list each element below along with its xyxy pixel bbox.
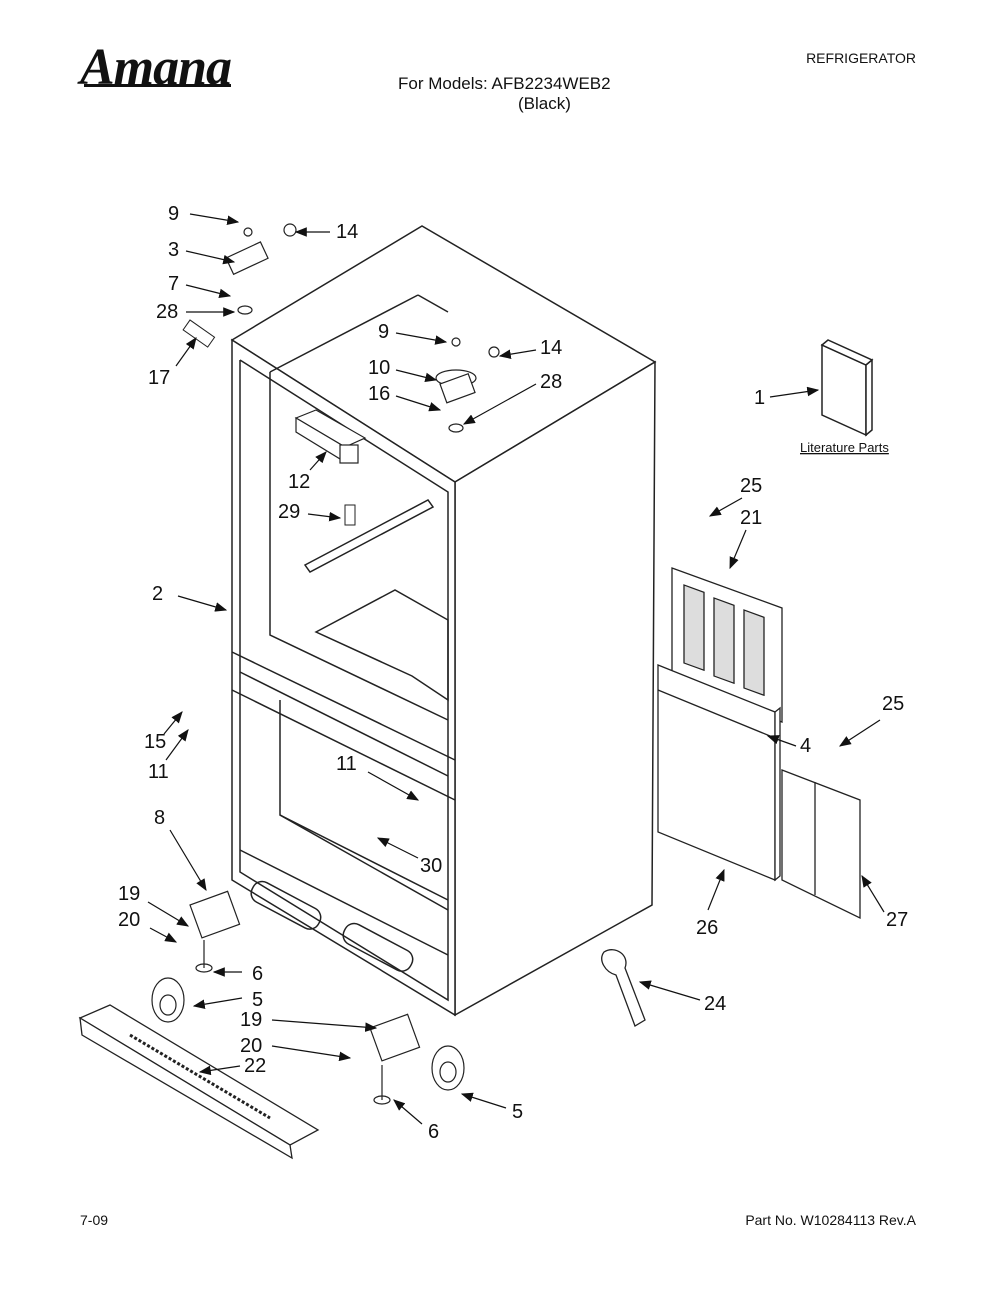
callout-9: 9 [168, 203, 179, 225]
leader-lines [147, 213, 885, 1125]
callout-labels: 9 14 3 7 28 17 9 14 10 16 28 1 Literatur… [118, 203, 908, 1143]
bottom-hinge-right [369, 1013, 465, 1105]
literature-book [820, 339, 874, 437]
callout-28b: 28 [540, 371, 562, 393]
callout-29: 29 [278, 501, 300, 523]
callout-20: 20 [118, 909, 140, 931]
callout-2: 2 [152, 583, 163, 605]
document-type: REFRIGERATOR [806, 50, 916, 66]
callout-10: 10 [368, 357, 390, 379]
callout-22: 22 [244, 1055, 266, 1077]
top-hinge-left [225, 223, 297, 315]
callout-20b: 20 [240, 1035, 262, 1057]
callout-11: 11 [148, 761, 169, 783]
callout-15: 15 [144, 731, 166, 753]
callout-30: 30 [420, 855, 442, 877]
callout-9b: 9 [378, 321, 389, 343]
callout-25b: 25 [882, 693, 904, 715]
callout-4: 4 [800, 735, 811, 757]
callout-14: 14 [336, 221, 358, 243]
wrench-24 [601, 949, 646, 1027]
callout-7: 7 [168, 273, 179, 295]
callout-14b: 14 [540, 337, 562, 359]
callout-27: 27 [886, 909, 908, 931]
callout-28: 28 [156, 301, 178, 323]
callout-5: 5 [252, 989, 263, 1011]
callout-3: 3 [168, 239, 179, 261]
brand-logo: Amana [80, 39, 232, 96]
callout-19: 19 [118, 883, 140, 905]
top-hinge-right [435, 337, 500, 433]
callout-24: 24 [704, 993, 726, 1015]
rear-panel-27 [781, 769, 861, 920]
part-12 [294, 409, 367, 464]
model-heading: For Models: AFB2234WEB2 (Black) [398, 74, 611, 114]
callout-8: 8 [154, 807, 165, 829]
callout-26: 26 [696, 917, 718, 939]
callout-16: 16 [368, 383, 390, 405]
callout-17: 17 [148, 367, 170, 389]
callout-5b: 5 [512, 1101, 523, 1123]
callout-11b: 11 [336, 753, 357, 775]
rear-panel-26 [657, 664, 781, 882]
part-29 [344, 504, 356, 526]
part-17 [182, 319, 216, 348]
bottom-hinge-left [151, 890, 241, 1023]
cabinet [230, 225, 657, 1017]
literature-label: Literature Parts [800, 440, 889, 455]
part-number: Part No. W10284113 Rev.A [745, 1212, 916, 1228]
model-line: For Models: AFB2234WEB2 [398, 74, 611, 93]
revision-date: 7-09 [80, 1212, 109, 1228]
base-grille-22 [78, 1004, 320, 1160]
callout-6: 6 [252, 963, 263, 985]
model-color: (Black) [518, 94, 571, 113]
callout-19b: 19 [240, 1009, 262, 1031]
callout-25: 25 [740, 475, 762, 497]
callout-12: 12 [288, 471, 310, 493]
callout-21: 21 [740, 507, 762, 529]
callout-6b: 6 [428, 1121, 439, 1143]
callout-1: 1 [754, 387, 765, 409]
